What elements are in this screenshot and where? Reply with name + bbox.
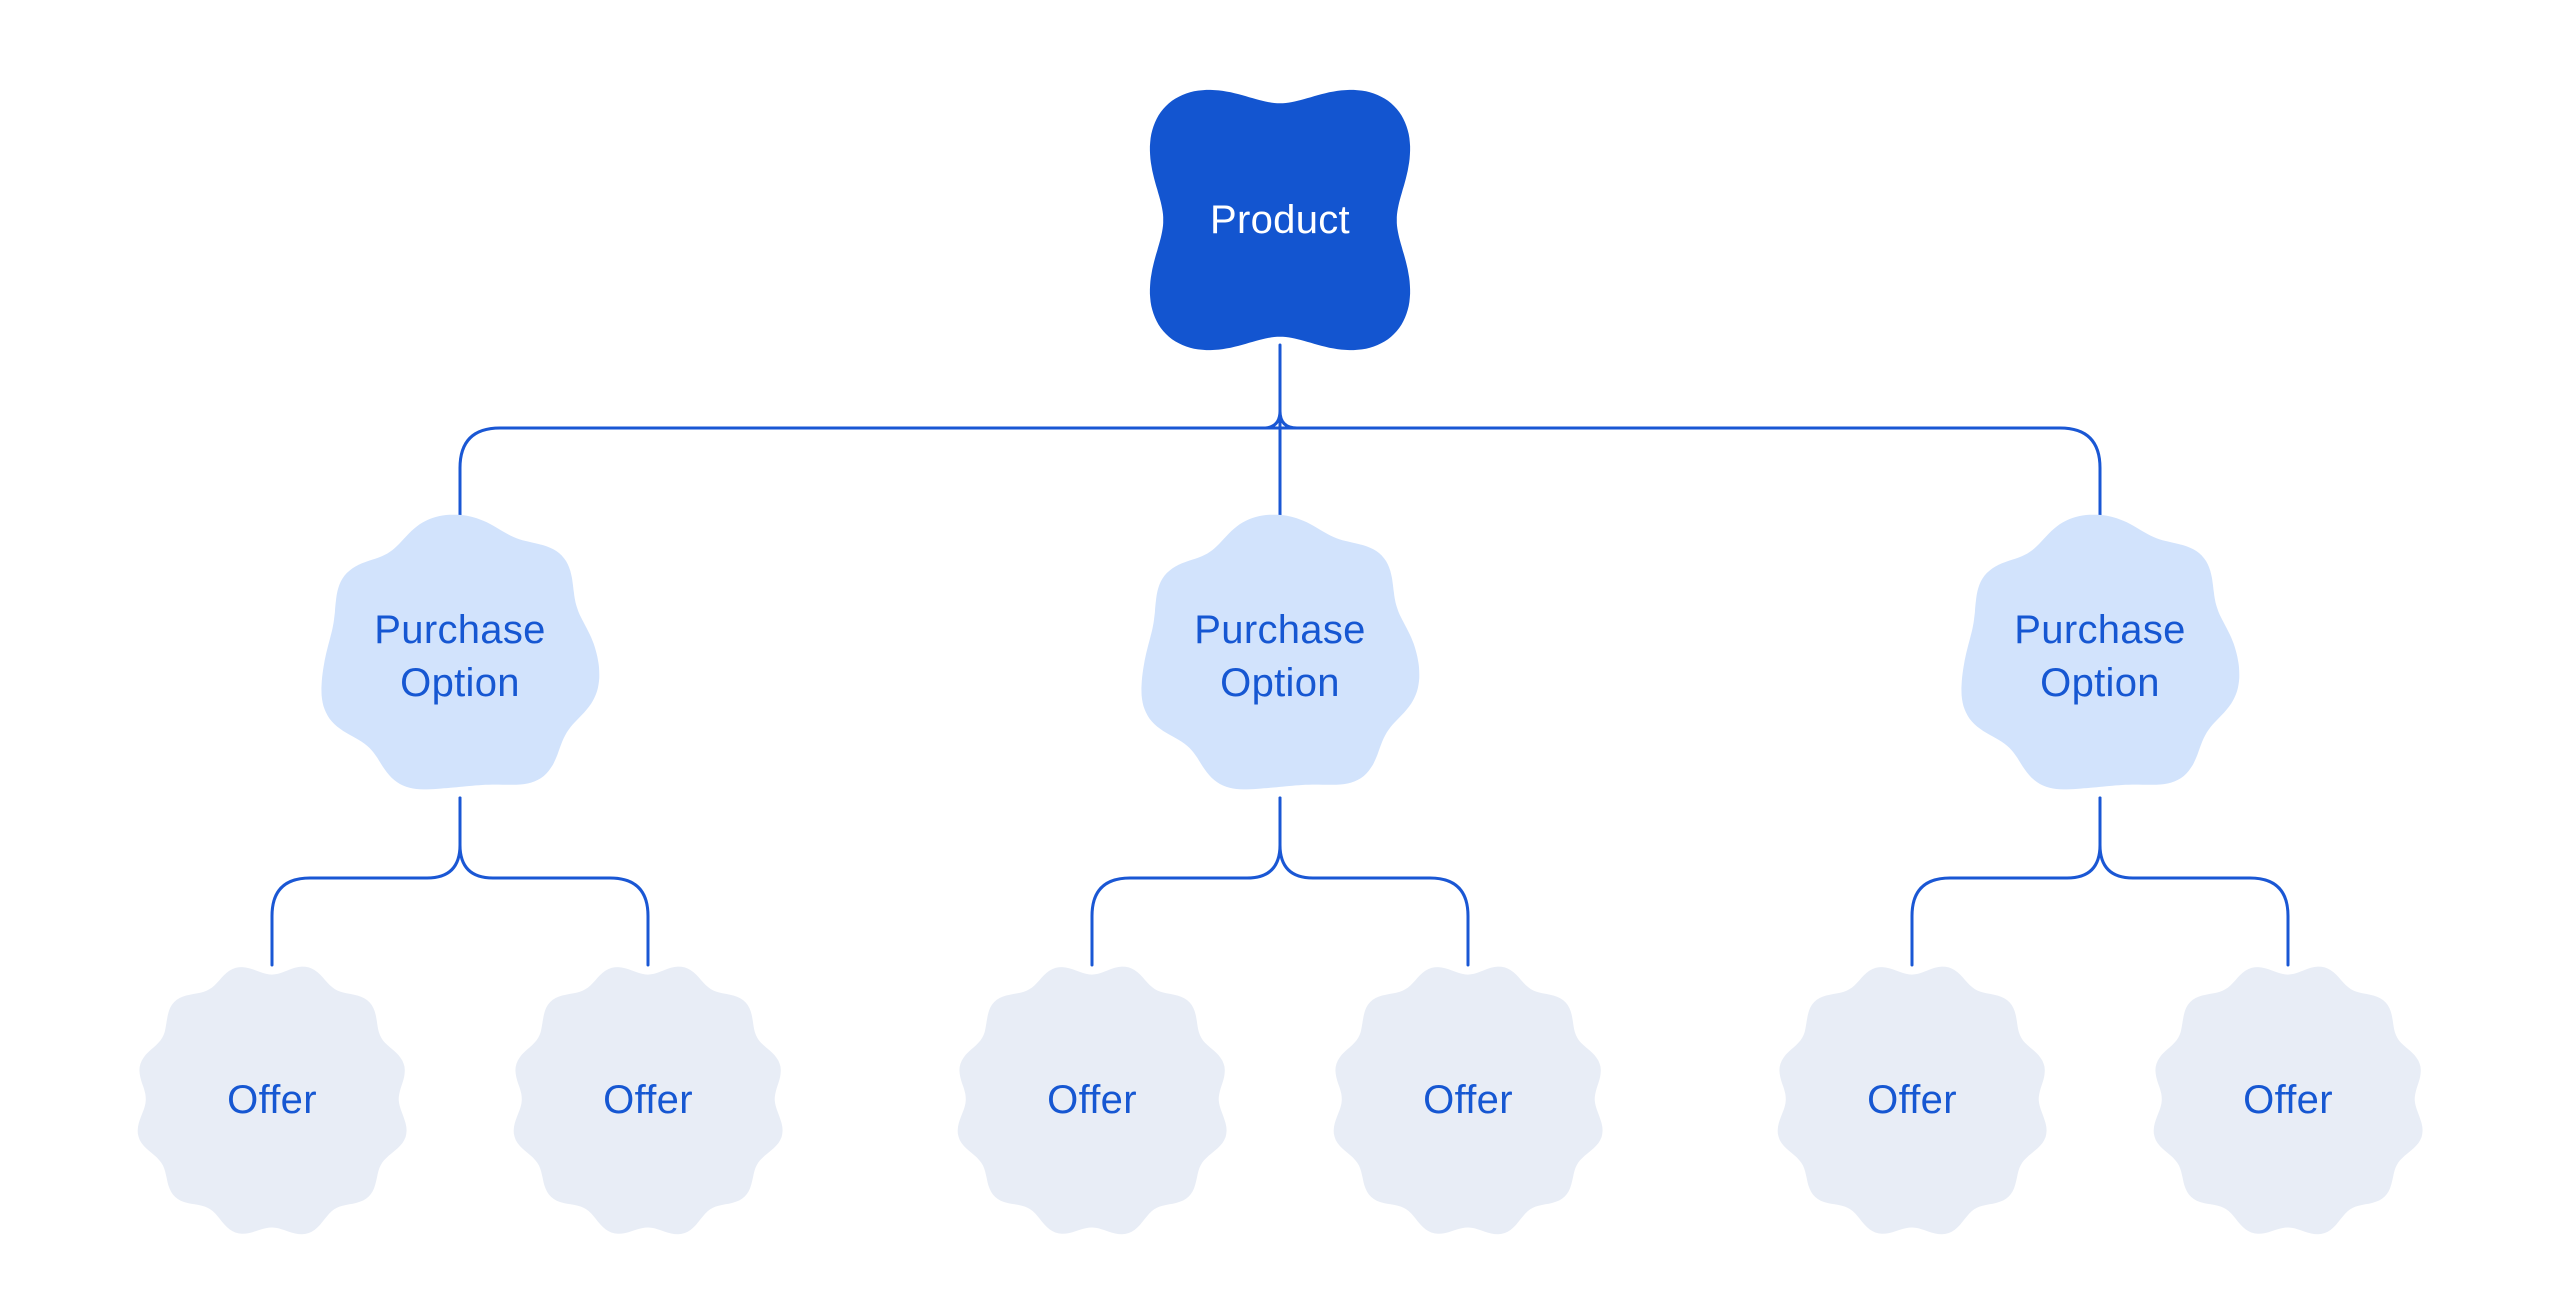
offer-label: Offer <box>1423 1077 1513 1122</box>
product-blob-shape <box>1149 89 1411 351</box>
connector-offer-branch-right <box>2098 796 2290 967</box>
offer-node: Offer <box>508 960 788 1240</box>
connector-level1-fillet-right <box>1278 409 1299 430</box>
offer-blob-shape <box>1333 966 1603 1235</box>
purchase-option-blob-shape <box>1141 514 1420 790</box>
offer-blob-shape <box>2153 966 2423 1235</box>
offer-node: Offer <box>132 960 412 1240</box>
offer-node: Offer <box>2148 960 2428 1240</box>
purchase-option-blob-shape <box>1961 514 2240 790</box>
connector-level1-fillet-left <box>1261 409 1282 430</box>
offer-node: Offer <box>952 960 1232 1240</box>
connector-level1-rail <box>458 426 2102 519</box>
purchase-option-blob-shape <box>321 514 600 790</box>
offer-blob-shape <box>1777 966 2047 1235</box>
purchase-option-label: Purchase Option <box>2014 608 2186 705</box>
offer-blob-shape <box>513 966 783 1235</box>
offer-node: Offer <box>1328 960 1608 1240</box>
offer-label: Offer <box>2243 1077 2333 1122</box>
purchase-option-label: Purchase Option <box>1194 608 1366 705</box>
purchase-option-label: Purchase Option <box>374 608 546 705</box>
purchase-option-node: Purchase Option <box>1136 513 1424 801</box>
connector-offer-branch-left <box>1910 796 2102 967</box>
purchase-option-node: Purchase Option <box>316 513 604 801</box>
connector-offer-branch-right <box>1278 796 1470 967</box>
purchase-option-node: Purchase Option <box>1956 513 2244 801</box>
offer-blob-shape <box>957 966 1227 1235</box>
connector-offer-branch-left <box>270 796 462 967</box>
offer-label: Offer <box>1047 1077 1137 1122</box>
offer-label: Offer <box>1867 1077 1957 1122</box>
connector-offer-branch-right <box>458 796 650 967</box>
offer-node: Offer <box>1772 960 2052 1240</box>
product-label: Product <box>1210 197 1350 242</box>
offer-label: Offer <box>603 1077 693 1122</box>
connector-offer-branch-left <box>1090 796 1282 967</box>
product-node: Product <box>1149 89 1411 351</box>
offer-label: Offer <box>227 1077 317 1122</box>
offer-blob-shape <box>137 966 407 1235</box>
